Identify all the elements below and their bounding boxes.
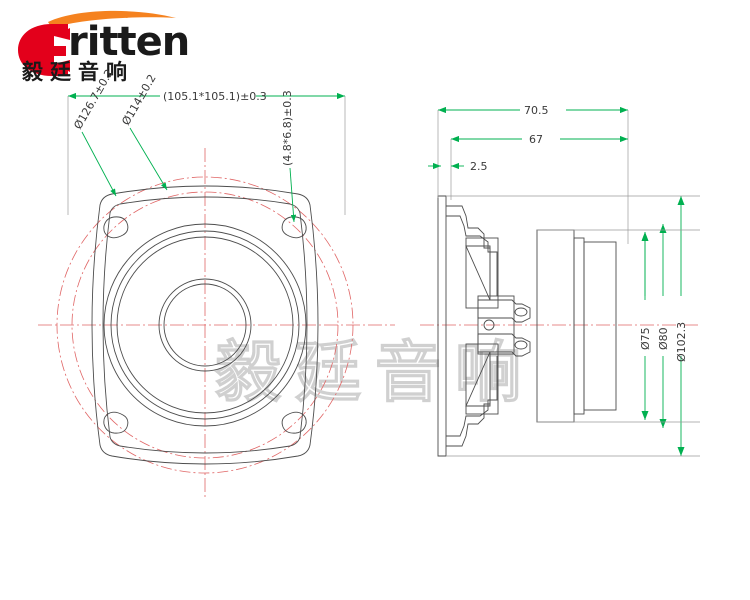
frame-outline: [91, 185, 319, 465]
dustcap-inner: [163, 283, 247, 367]
dim-depth-total: [437, 106, 629, 244]
surround-outer: [103, 223, 307, 427]
cone-box-top: [465, 237, 499, 309]
mount-hole-tl: [103, 216, 129, 239]
top-plate: [536, 229, 575, 423]
dim-text-overall-square: (105.1*105.1)±0.3: [163, 90, 267, 103]
basket-profile-bottom-inner: [446, 356, 498, 437]
mounting-holes: [103, 216, 307, 434]
cone-edge: [116, 236, 294, 414]
dim-text-depth-total: 70.5: [524, 104, 549, 117]
terminal-tab-lower: [477, 333, 531, 357]
terminal-hole-lower: [514, 340, 528, 350]
cone-box-bottom: [465, 343, 499, 415]
mount-hole-tr: [281, 216, 307, 239]
terminal-tab-upper: [477, 299, 531, 323]
leader-126-7: [81, 131, 117, 197]
dustcap-outer: [158, 278, 252, 372]
dim-text-outer-circle: Ø126.7±0.2: [71, 67, 116, 131]
cone-section-bottom: [465, 351, 491, 407]
terminal-center-hole: [483, 319, 495, 331]
dim-text-flange-thick: 2.5: [470, 160, 488, 173]
dimension-text-layer: (105.1*105.1)±0.3 Ø126.7±0.2 Ø114±0.2 (4…: [71, 67, 688, 362]
dim-text-inner-circle: Ø114±0.2: [119, 72, 158, 127]
dim-text-frame-dia: Ø102.3: [675, 322, 688, 362]
watermark-text: 毅廷音响: [215, 334, 535, 411]
center-lines: [38, 148, 395, 500]
side-view: [420, 195, 700, 457]
logo-chinese-name: 毅廷音响: [22, 60, 134, 84]
dim-frame-dia: [677, 196, 685, 456]
dim-text-mount-hole: (4.8*6.8)±0.3: [281, 90, 294, 166]
back-plate: [583, 241, 617, 411]
flange-plate: [437, 195, 447, 457]
dim-magnet-dia: [641, 232, 649, 420]
magnet-assembly: [536, 229, 617, 423]
cone-section-top: [465, 245, 491, 301]
logo-mark-icon: [18, 10, 176, 76]
company-logo: ritten 毅廷音响: [8, 6, 198, 86]
mount-hole-bl: [103, 411, 129, 434]
leader-mount-hole: [289, 167, 297, 223]
mount-hole-br: [281, 411, 307, 434]
dim-text-basket-dia: Ø80: [657, 327, 670, 350]
leader-114: [129, 127, 168, 191]
dim-text-magnet-dia: Ø75: [639, 327, 652, 350]
frame-inner-outline: [102, 196, 308, 454]
cone-circles: [103, 223, 307, 427]
terminal-body: [477, 295, 515, 355]
logo-wordmark: ritten: [68, 19, 190, 65]
dim-overall-square: [67, 92, 346, 215]
magnet-ring: [573, 237, 585, 415]
terminal-assembly: [477, 295, 531, 357]
dim-text-depth-body: 67: [529, 133, 543, 146]
front-view: [38, 148, 395, 500]
terminal-hole-upper: [514, 307, 528, 317]
dimension-layer: [67, 92, 700, 457]
side-extension-lines: [446, 195, 700, 457]
dim-depth-body: [450, 135, 628, 200]
watermark: 毅廷音响: [214, 333, 535, 411]
surround-inner: [110, 230, 300, 420]
basket-profile-top-inner: [446, 215, 498, 296]
dim-basket-dia: [659, 224, 667, 428]
